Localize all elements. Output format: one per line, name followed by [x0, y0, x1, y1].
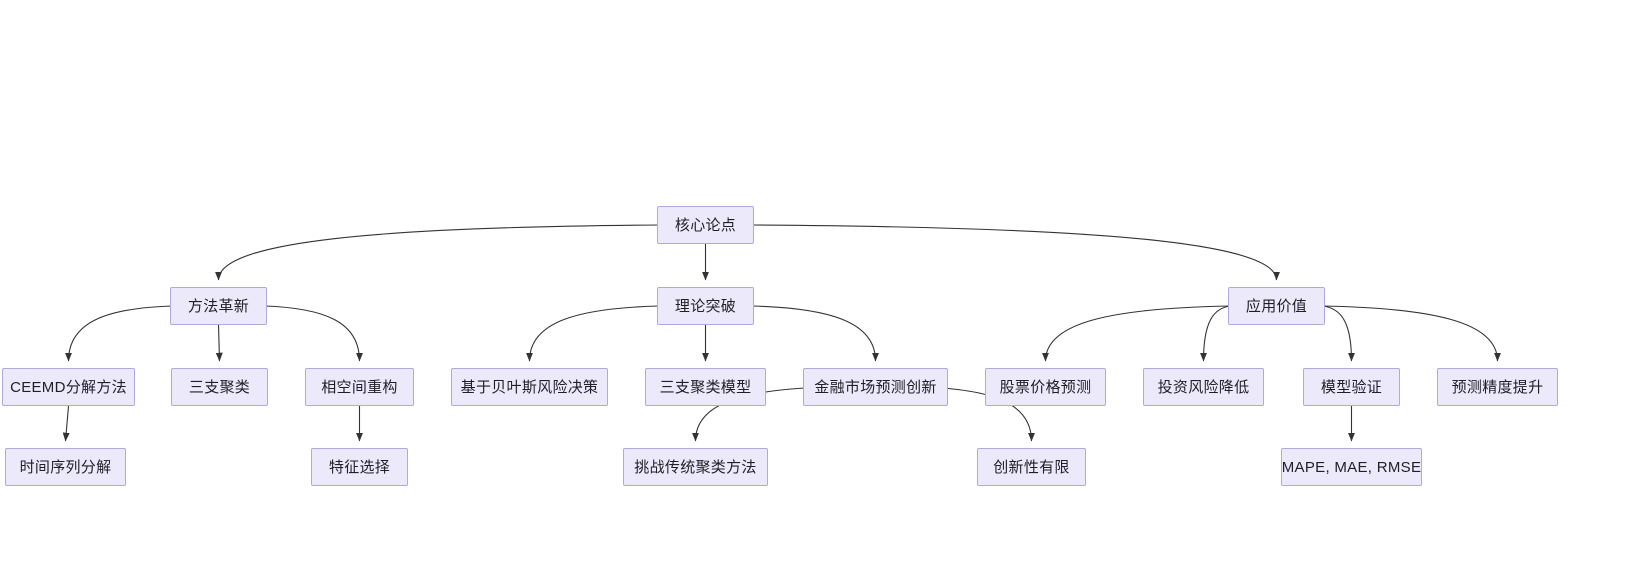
edge-l1c-to-l2j: [1322, 305, 1502, 362]
node-label: 核心论点: [674, 216, 737, 234]
node-label: 应用价值: [1245, 297, 1308, 315]
node-label: 三支聚类模型: [659, 378, 752, 396]
node-l2b[interactable]: 三支聚类: [171, 368, 268, 406]
node-l2j[interactable]: 预测精度提升: [1437, 368, 1558, 406]
node-label: 三支聚类: [188, 378, 251, 396]
node-l3c[interactable]: 挑战传统聚类方法: [623, 448, 768, 486]
node-l2i[interactable]: 模型验证: [1303, 368, 1400, 406]
node-l3d[interactable]: 创新性有限: [977, 448, 1086, 486]
node-label: 基于贝叶斯风险决策: [460, 378, 599, 396]
edge-l1c-to-l2i: [1322, 305, 1356, 362]
edge-l1c-to-l2g: [1041, 305, 1231, 362]
node-l3e[interactable]: MAPE, MAE, RMSE: [1281, 448, 1422, 486]
node-label: 金融市场预测创新: [814, 378, 937, 396]
edge-l2a-to-l3a: [62, 405, 70, 442]
edge-root-to-l1a: [215, 224, 660, 281]
node-l2f[interactable]: 金融市场预测创新: [803, 368, 948, 406]
node-l2g[interactable]: 股票价格预测: [985, 368, 1106, 406]
node-label: CEEMD分解方法: [10, 378, 127, 396]
node-l1b[interactable]: 理论突破: [657, 287, 754, 325]
node-label: 特征选择: [328, 458, 391, 476]
node-l1c[interactable]: 应用价值: [1228, 287, 1325, 325]
node-l2h[interactable]: 投资风险降低: [1143, 368, 1264, 406]
node-label: 模型验证: [1320, 378, 1383, 396]
node-l1a[interactable]: 方法革新: [170, 287, 267, 325]
node-label: 预测精度提升: [1451, 378, 1544, 396]
edge-l1c-to-l2h: [1199, 305, 1231, 362]
node-label: 相空间重构: [321, 378, 398, 396]
edge-l1a-to-l2a: [64, 305, 173, 362]
node-label: 方法革新: [187, 297, 250, 315]
node-l3b[interactable]: 特征选择: [311, 448, 408, 486]
node-label: 创新性有限: [993, 458, 1070, 476]
node-label: 股票价格预测: [999, 378, 1092, 396]
node-l3a[interactable]: 时间序列分解: [5, 448, 126, 486]
node-label: MAPE, MAE, RMSE: [1281, 458, 1422, 476]
edge-l1a-to-l2b: [215, 324, 223, 362]
node-l2a[interactable]: CEEMD分解方法: [2, 368, 135, 406]
edge-l1b-to-l2f: [751, 305, 880, 362]
node-label: 挑战传统聚类方法: [634, 458, 757, 476]
node-root[interactable]: 核心论点: [657, 206, 754, 244]
node-label: 时间序列分解: [19, 458, 112, 476]
edge-l1a-to-l2c: [264, 305, 364, 362]
edge-l1b-to-l2d: [525, 305, 660, 362]
node-l2c[interactable]: 相空间重构: [305, 368, 414, 406]
node-l2d[interactable]: 基于贝叶斯风险决策: [451, 368, 608, 406]
node-label: 投资风险降低: [1157, 378, 1250, 396]
edge-root-to-l1c: [751, 224, 1280, 281]
node-label: 理论突破: [674, 297, 737, 315]
node-l2e[interactable]: 三支聚类模型: [645, 368, 766, 406]
